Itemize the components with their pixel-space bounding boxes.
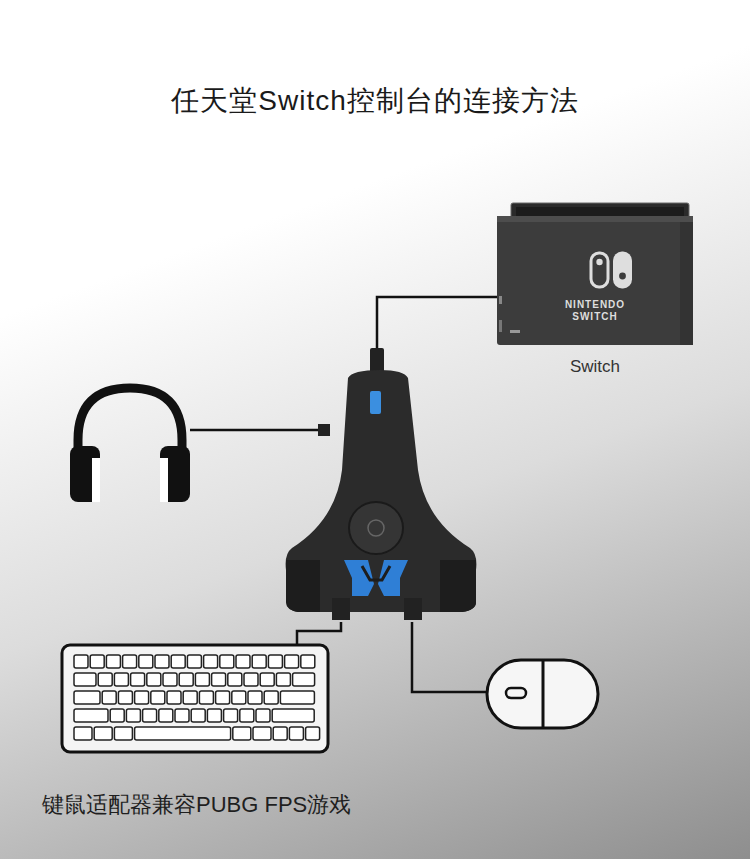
key (151, 691, 165, 704)
key (236, 655, 250, 668)
key (204, 655, 218, 668)
mouse-wire (412, 622, 487, 692)
key (276, 673, 290, 686)
key (147, 673, 161, 686)
key (90, 655, 104, 668)
key (289, 727, 303, 740)
key (106, 655, 120, 668)
key (143, 709, 157, 722)
key (139, 655, 153, 668)
key (114, 727, 132, 740)
key (260, 673, 274, 686)
key (135, 691, 149, 704)
key (233, 727, 251, 740)
key (228, 673, 242, 686)
wires (190, 297, 497, 692)
key (74, 655, 88, 668)
key (285, 655, 299, 668)
key (171, 655, 185, 668)
key (220, 655, 234, 668)
title: 任天堂Switch控制台的连接方法 (0, 82, 750, 120)
key (244, 673, 258, 686)
key (264, 691, 278, 704)
console-wire (377, 297, 497, 352)
device-label: Switch (497, 357, 693, 377)
headphone-wire (190, 429, 325, 432)
key (224, 709, 238, 722)
key (98, 673, 112, 686)
mouse (487, 660, 598, 728)
key (167, 691, 181, 704)
key (256, 709, 270, 722)
key (199, 691, 213, 704)
key (301, 655, 315, 668)
switch-dock (497, 203, 693, 345)
key (306, 727, 320, 740)
key (135, 727, 231, 740)
key (74, 691, 100, 704)
key (273, 727, 287, 740)
device-node: NINTENDO SWITCH Switch (497, 203, 693, 383)
key (159, 709, 173, 722)
key (232, 691, 246, 704)
key (272, 709, 314, 722)
key (123, 655, 137, 668)
key (94, 727, 112, 740)
key (131, 673, 145, 686)
key (118, 691, 132, 704)
key (253, 727, 271, 740)
key (74, 727, 92, 740)
key (74, 709, 108, 722)
key (179, 673, 193, 686)
key (183, 691, 197, 704)
key (252, 655, 266, 668)
key (102, 691, 116, 704)
key (280, 691, 314, 704)
keyboard-wire (297, 622, 341, 645)
key (155, 655, 169, 668)
key (293, 673, 315, 686)
key (175, 709, 189, 722)
headphones (70, 388, 190, 502)
key (110, 709, 124, 722)
key (114, 673, 128, 686)
keyboard (62, 645, 328, 752)
key (195, 673, 209, 686)
key (268, 655, 282, 668)
caption: 键鼠适配器兼容PUBG FPS游戏 (42, 790, 351, 820)
key (212, 673, 226, 686)
key (126, 709, 140, 722)
adapter (286, 348, 477, 620)
key (216, 691, 230, 704)
key (163, 673, 177, 686)
key (191, 709, 205, 722)
key (248, 691, 262, 704)
key (207, 709, 221, 722)
key (187, 655, 201, 668)
key (240, 709, 254, 722)
key (74, 673, 96, 686)
brand-logo: NINTENDO SWITCH (559, 299, 631, 322)
